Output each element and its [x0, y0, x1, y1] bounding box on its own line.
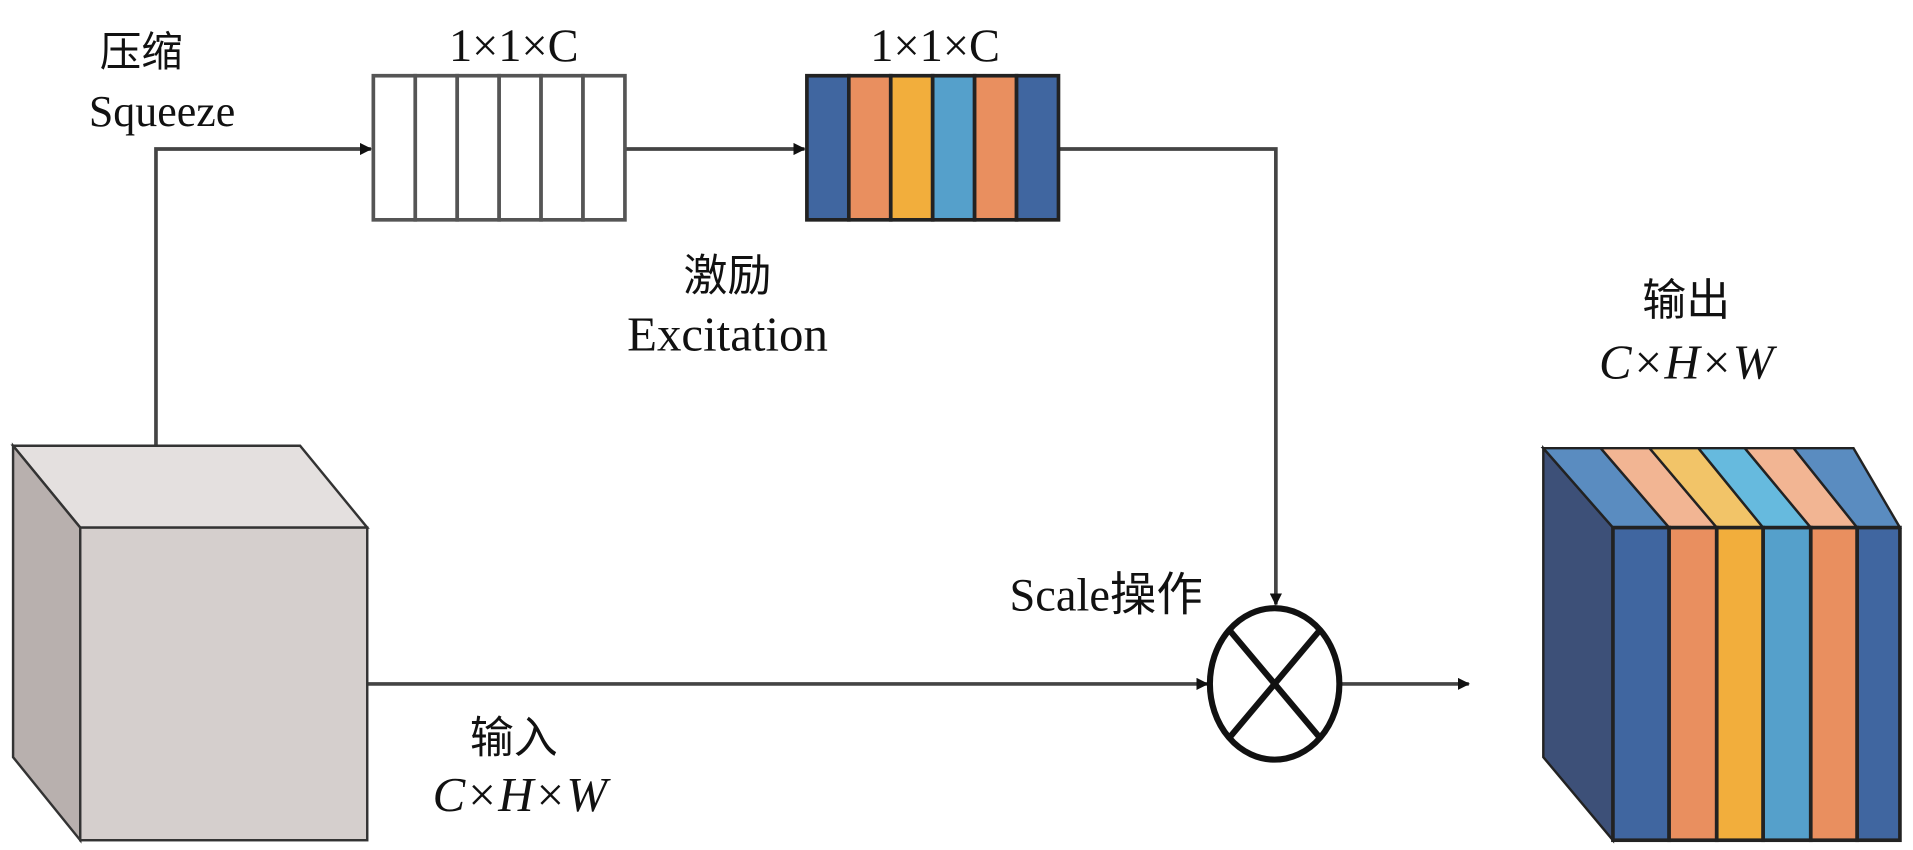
channel-cell	[581, 73, 627, 222]
squeeze-label-en: Squeeze	[89, 87, 235, 136]
input-feature-map	[10, 442, 370, 844]
channel-cell	[497, 73, 543, 222]
output-dims: C×H×W	[1599, 335, 1778, 390]
squeeze-label-cn: 压缩	[100, 29, 183, 75]
excitation-weights-vector	[805, 73, 1061, 222]
output-channel	[1761, 525, 1813, 843]
input-label-cn: 输入	[470, 713, 558, 762]
output-channel	[1808, 525, 1860, 843]
scale-weights-arrow	[1058, 147, 1282, 606]
output-feature-map	[1540, 444, 1903, 844]
channel-cell	[1014, 73, 1061, 222]
output-channel	[1714, 525, 1765, 843]
squeeze-arrow	[154, 142, 373, 446]
channel-cell	[455, 73, 501, 222]
channel-cell	[930, 73, 977, 222]
channel-cell	[539, 73, 585, 222]
channel-cell	[413, 73, 460, 222]
output-channel	[1855, 525, 1902, 843]
channel-cell	[972, 73, 1019, 222]
scale-multiply-icon	[1206, 605, 1343, 763]
vector2-dims: 1×1×C	[870, 21, 1000, 72]
channel-cell	[805, 73, 851, 222]
channel-cell	[846, 73, 893, 222]
output-channel	[1667, 525, 1719, 843]
output-channel	[1611, 525, 1671, 843]
squeezed-vector	[371, 73, 627, 222]
excitation-label-en: Excitation	[627, 307, 828, 362]
input-dims: C×H×W	[433, 767, 612, 822]
output-label-cn: 输出	[1642, 276, 1730, 325]
channel-cell	[371, 73, 418, 222]
excitation-label-cn: 激励	[684, 252, 772, 301]
channel-cell	[888, 73, 935, 222]
vector1-dims: 1×1×C	[449, 21, 579, 72]
scale-label: Scale操作	[1009, 571, 1202, 622]
